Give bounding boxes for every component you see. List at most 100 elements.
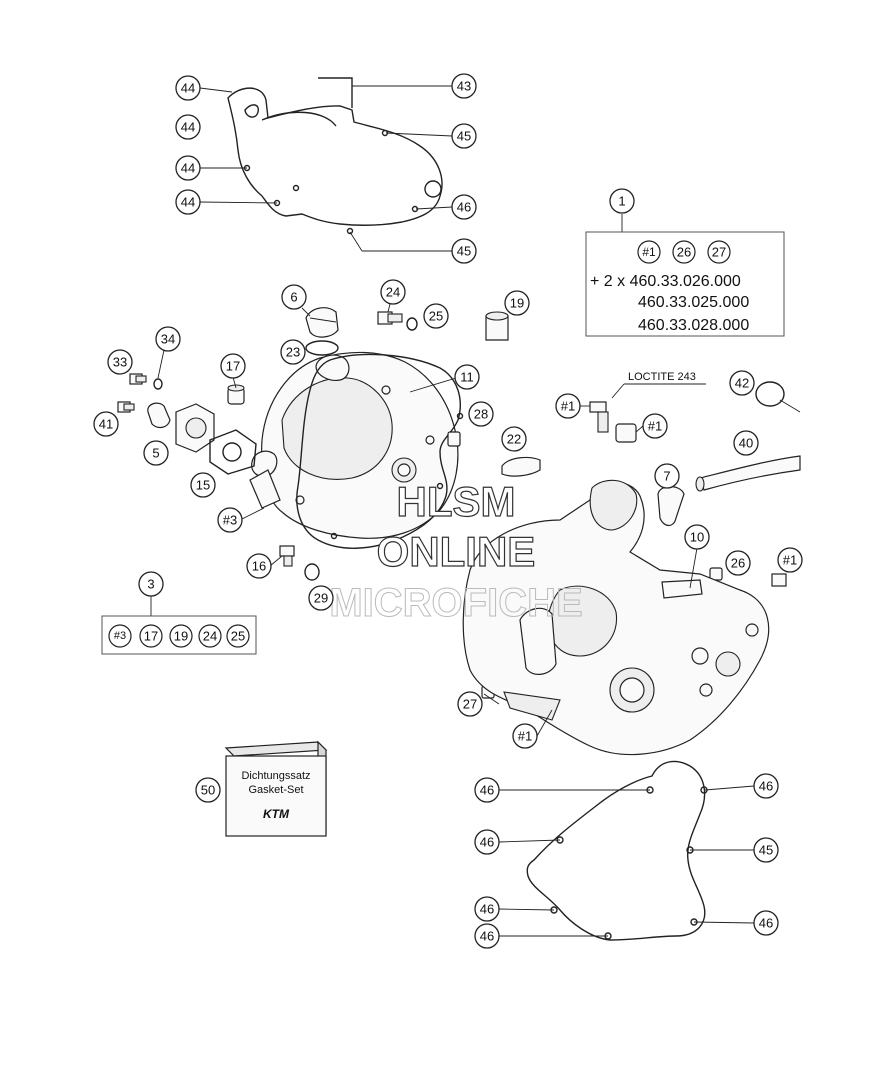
callout-c19a: 19 bbox=[504, 290, 530, 316]
callout-c42: 42 bbox=[729, 370, 755, 396]
callout-c44d: 44 bbox=[175, 189, 201, 215]
crankcase bbox=[462, 479, 770, 756]
kit1-item-26: 26 bbox=[672, 240, 696, 264]
callout-c17a: 17 bbox=[220, 353, 246, 379]
callout-label: 24 bbox=[386, 285, 400, 300]
callout-c3: 3 bbox=[138, 571, 164, 597]
clutch-cover bbox=[249, 351, 459, 539]
callout-label: 44 bbox=[181, 161, 195, 176]
callout-label: 34 bbox=[161, 332, 175, 347]
callout-label: 41 bbox=[99, 417, 113, 432]
callout-label: 1 bbox=[618, 194, 625, 209]
watermark-line3: MICROFICHE bbox=[329, 581, 582, 625]
callout-label: 10 bbox=[690, 530, 704, 545]
callout-c3hash: #3 bbox=[217, 507, 243, 533]
svg-text:27: 27 bbox=[712, 245, 726, 260]
callout-label: 27 bbox=[463, 697, 477, 712]
callout-label: 19 bbox=[510, 296, 524, 311]
callout-c22: 22 bbox=[501, 426, 527, 452]
callout-c15: 15 bbox=[190, 472, 216, 498]
callout-label: 33 bbox=[113, 355, 127, 370]
callout-c40: 40 bbox=[733, 430, 759, 456]
callout-label: 29 bbox=[314, 591, 328, 606]
kit1-line2: 460.33.025.000 bbox=[638, 294, 749, 311]
water-pump-gasket bbox=[209, 429, 257, 475]
callout-c5: 5 bbox=[143, 440, 169, 466]
hose-40 bbox=[695, 455, 801, 492]
callout-c44b: 44 bbox=[175, 114, 201, 140]
callout-label: 28 bbox=[474, 407, 488, 422]
callout-c1hashA: #1 bbox=[555, 393, 581, 419]
clamp-42 bbox=[755, 381, 801, 413]
callout-c10: 10 bbox=[684, 524, 710, 550]
callout-label: 44 bbox=[181, 120, 195, 135]
watermark: HLSM ONLINE MICROFICHE bbox=[329, 477, 583, 625]
washer-34 bbox=[153, 378, 163, 390]
callout-label: 46 bbox=[759, 779, 773, 794]
callout-c46a: 46 bbox=[474, 777, 500, 803]
callout-label: 16 bbox=[252, 559, 266, 574]
watermark-line2: ONLINE bbox=[377, 528, 536, 575]
callout-label: 46 bbox=[480, 902, 494, 917]
callout-c46e: 46 bbox=[753, 910, 779, 936]
callout-c28: 28 bbox=[468, 401, 494, 427]
kit3-item-17: 17 bbox=[139, 624, 163, 648]
callout-c46b: 46 bbox=[753, 773, 779, 799]
callout-c41: 41 bbox=[93, 411, 119, 437]
gasket-set-label-en: Gasket-Set bbox=[248, 784, 303, 796]
cover-gasket bbox=[296, 353, 464, 549]
kit1-item-hash1: #1 bbox=[637, 240, 661, 264]
callout-label: 45 bbox=[759, 843, 773, 858]
callout-c33: 33 bbox=[107, 349, 133, 375]
callout-c25a: 25 bbox=[423, 303, 449, 329]
elbow-7 bbox=[657, 485, 685, 527]
callout-label: 46 bbox=[480, 783, 494, 798]
clutch-cover-gasket bbox=[227, 77, 443, 235]
callout-label: 6 bbox=[290, 290, 297, 305]
gasket-set-label-de: Dichtungssatz bbox=[241, 770, 310, 782]
screw-1-right bbox=[771, 573, 787, 587]
callout-c1hashC: #1 bbox=[777, 547, 803, 573]
callout-label: 50 bbox=[201, 783, 215, 798]
callout-label: 44 bbox=[181, 195, 195, 210]
callout-c27a: 27 bbox=[457, 691, 483, 717]
callout-label: 40 bbox=[739, 436, 753, 451]
callout-c46d: 46 bbox=[474, 896, 500, 922]
callout-c7: 7 bbox=[654, 463, 680, 489]
screw-16 bbox=[279, 545, 295, 567]
callout-c43: 43 bbox=[451, 73, 477, 99]
callout-c45d: 45 bbox=[753, 837, 779, 863]
kit1-line3: 460.33.028.000 bbox=[638, 317, 749, 334]
callout-label: #1 bbox=[518, 729, 532, 744]
callout-label: 43 bbox=[457, 79, 471, 94]
watermark-line1: HLSM bbox=[397, 478, 516, 525]
callout-label: #1 bbox=[783, 553, 797, 568]
callout-c1hashD: #1 bbox=[512, 723, 538, 749]
callout-c50: 50 bbox=[195, 777, 221, 803]
callout-c45b: 46 bbox=[451, 194, 477, 220]
gasket-set-package: Dichtungssatz Gasket-Set KTM bbox=[224, 740, 328, 837]
screw-and-sleeve-1 bbox=[589, 401, 637, 443]
callout-c1: 1 bbox=[609, 188, 635, 214]
callout-label: 15 bbox=[196, 478, 210, 493]
callout-c44a: 44 bbox=[175, 75, 201, 101]
kit3-item-25: 25 bbox=[226, 624, 250, 648]
callout-c11: 11 bbox=[454, 364, 480, 390]
callout-label: 11 bbox=[460, 370, 474, 385]
oil-filler-plug bbox=[305, 307, 339, 338]
callout-c34: 34 bbox=[155, 326, 181, 352]
callout-c24a: 24 bbox=[380, 279, 406, 305]
callout-c45a: 45 bbox=[451, 123, 477, 149]
o-ring-23 bbox=[305, 340, 339, 356]
callout-label: 22 bbox=[507, 432, 521, 447]
callout-label: 7 bbox=[663, 469, 670, 484]
callout-c46f: 46 bbox=[474, 923, 500, 949]
callout-c45c: 45 bbox=[451, 238, 477, 264]
svg-text:26: 26 bbox=[677, 245, 691, 260]
loctite-note: LOCTITE 243 bbox=[611, 371, 706, 399]
kit3-item-hash3: #3 bbox=[108, 624, 132, 648]
kit-box-1: #1 26 27 + 2 x 460.33.026.000 460.33.025… bbox=[585, 214, 785, 337]
callout-label: #3 bbox=[223, 513, 237, 528]
callout-c46c: 46 bbox=[474, 829, 500, 855]
